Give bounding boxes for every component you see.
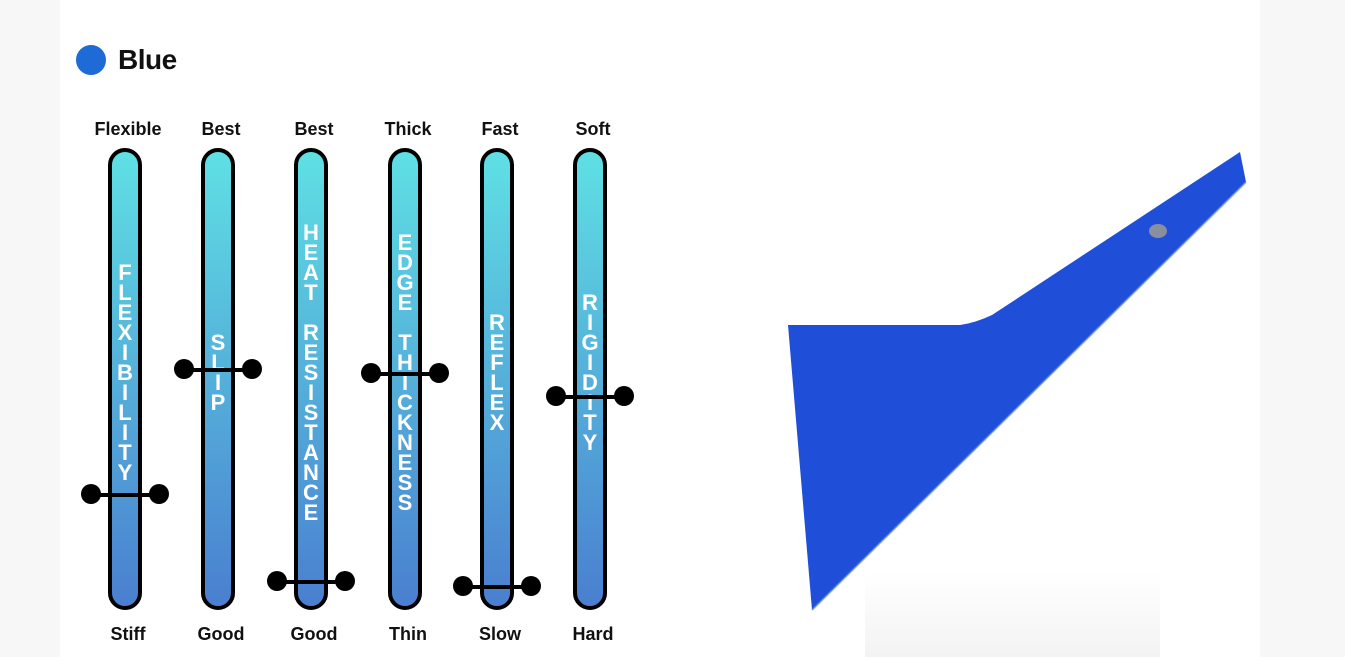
marker-dot-left (81, 484, 101, 504)
marker-dot-left (361, 363, 381, 383)
hang-hole (1149, 224, 1167, 238)
gauge-level-marker (453, 575, 541, 599)
gauge-bottom-label: Thin (389, 624, 427, 644)
squeegee-edge-highlight (811, 181, 1247, 611)
marker-dot-right (429, 363, 449, 383)
marker-line (91, 493, 159, 497)
marker-dot-right (149, 484, 169, 504)
gauge-bottom-label: Stiff (110, 624, 146, 644)
marker-line (277, 580, 345, 584)
color-swatch-icon (76, 45, 106, 75)
marker-dot-left (453, 576, 473, 596)
marker-dot-left (267, 571, 287, 591)
gauge-bottom-label: Good (197, 624, 245, 644)
marker-dot-left (546, 386, 566, 406)
gauge-level-marker (546, 385, 634, 409)
marker-dot-right (335, 571, 355, 591)
product-shadow (865, 572, 1160, 657)
gauge-top-label: Soft (575, 119, 611, 139)
marker-line (556, 395, 624, 399)
gauge-top-label: Best (201, 119, 241, 139)
marker-line (463, 585, 531, 589)
squeegee-blade (788, 152, 1246, 610)
marker-line (371, 372, 439, 376)
gauge-level-marker (267, 570, 355, 594)
gauge-top-label: Thick (384, 119, 432, 139)
squeegee-icon (788, 152, 1247, 611)
gauge-level-marker (174, 358, 262, 382)
gauge-top-label: Flexible (94, 119, 162, 139)
title-row: Blue (76, 40, 177, 80)
marker-dot-right (614, 386, 634, 406)
gauge-level-marker (361, 362, 449, 386)
gauge-top-label: Fast (481, 119, 519, 139)
marker-dot-right (521, 576, 541, 596)
gauge-bottom-label: Good (290, 624, 338, 644)
gauge-top-label: Best (294, 119, 334, 139)
marker-line (184, 368, 252, 372)
color-title: Blue (118, 44, 177, 75)
gauge-level-marker (81, 483, 169, 507)
marker-dot-right (242, 359, 262, 379)
gauge-bottom-label: Slow (478, 624, 521, 644)
marker-dot-left (174, 359, 194, 379)
gauge-bottom-label: Hard (572, 624, 614, 644)
